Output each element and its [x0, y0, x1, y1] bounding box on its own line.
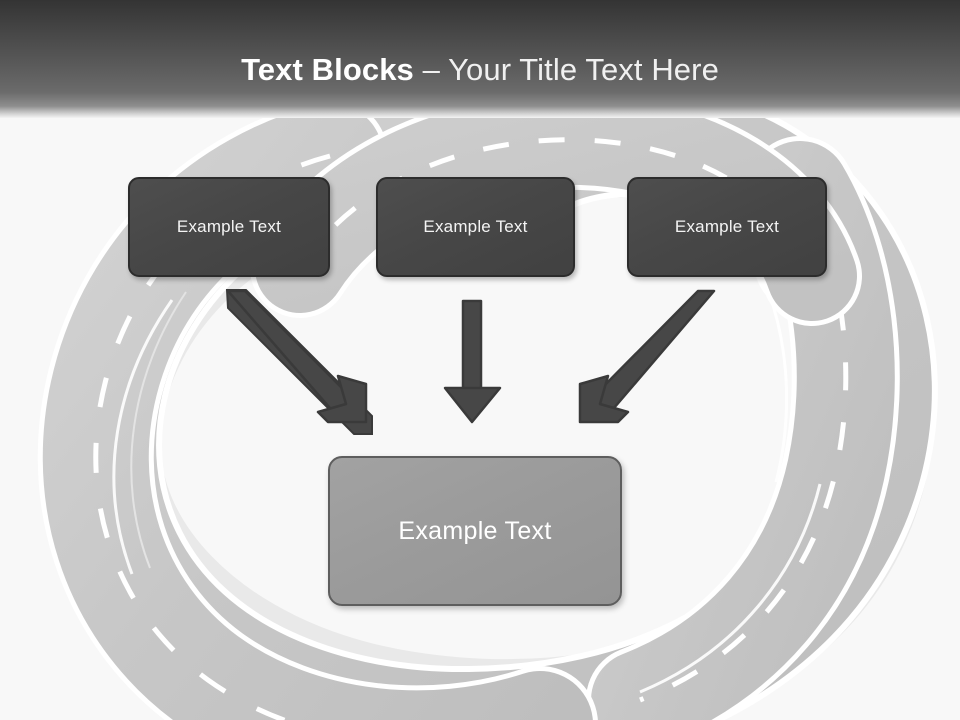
text-block-3[interactable]: Example Text — [627, 177, 827, 277]
text-block-2[interactable]: Example Text — [376, 177, 575, 277]
slide-title-bar: Text Blocks – Your Title Text Here — [0, 0, 960, 118]
page-title-bold: Text Blocks — [241, 52, 414, 87]
page-title-light: Your Title Text Here — [448, 52, 719, 87]
text-block-1[interactable]: Example Text — [128, 177, 330, 277]
arrow-center-vertical — [443, 299, 502, 424]
page-title-separator: – — [413, 52, 449, 87]
text-block-1-label: Example Text — [176, 217, 282, 236]
text-block-3-label: Example Text — [674, 217, 780, 236]
arrow-right-diagonal — [578, 289, 716, 424]
page-title: Text Blocks – Your Title Text Here — [0, 52, 960, 88]
arrow-left-diagonal — [225, 289, 373, 435]
result-text-block[interactable]: Example Text — [328, 456, 622, 606]
text-block-2-label: Example Text — [423, 217, 528, 236]
result-text-block-label: Example Text — [398, 517, 552, 545]
